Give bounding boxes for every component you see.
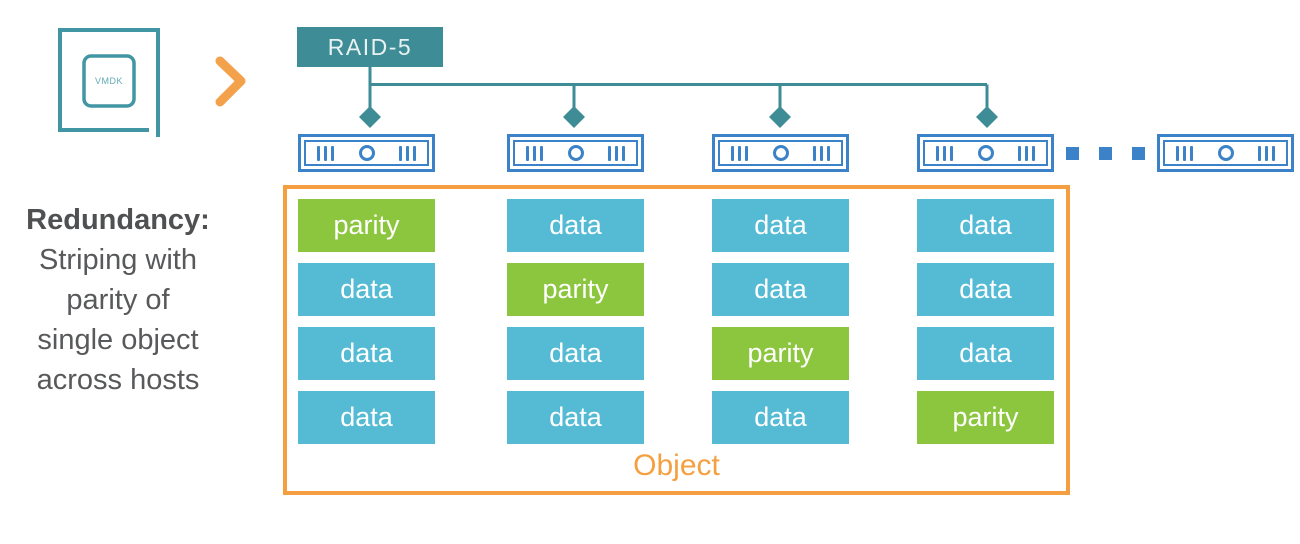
host-icon-face bbox=[304, 140, 429, 166]
object-label: Object bbox=[633, 449, 720, 482]
host-power-icon bbox=[1217, 145, 1234, 161]
ellipsis-dot bbox=[1132, 147, 1145, 160]
host-icon-face bbox=[923, 140, 1048, 166]
host-bars-icon bbox=[1018, 145, 1035, 161]
host-power-icon bbox=[977, 145, 994, 161]
stripe-column: data data data parity bbox=[917, 199, 1054, 444]
stripe-column: data parity data data bbox=[507, 199, 644, 444]
object-block: parity bbox=[917, 391, 1054, 444]
object-block: data bbox=[712, 263, 849, 316]
ellipsis-dot bbox=[1066, 147, 1079, 160]
host-icon bbox=[917, 134, 1054, 172]
redundancy-line: across hosts bbox=[36, 364, 200, 396]
object-block: data bbox=[298, 327, 435, 380]
host-icon-face bbox=[1163, 140, 1288, 166]
redundancy-line: Striping with bbox=[39, 244, 197, 276]
host-icon bbox=[1157, 134, 1294, 172]
object-block: data bbox=[917, 327, 1054, 380]
host-icon bbox=[712, 134, 849, 172]
redundancy-line: single object bbox=[37, 324, 199, 356]
vmdk-icon: VMDK bbox=[58, 28, 160, 137]
object-block: data bbox=[712, 199, 849, 252]
host-power-icon bbox=[567, 145, 584, 161]
object-block: data bbox=[507, 327, 644, 380]
vmdk-icon-label: VMDK bbox=[95, 76, 123, 86]
connector-diamonds bbox=[359, 106, 998, 128]
object-box: parity data data data data parity data d… bbox=[283, 185, 1070, 495]
object-block: data bbox=[507, 199, 644, 252]
host-icon-face bbox=[513, 140, 638, 166]
raid5-label: RAID-5 bbox=[297, 27, 443, 67]
host-bars-icon bbox=[1258, 145, 1275, 161]
redundancy-text: Redundancy: Striping with parity of sing… bbox=[0, 200, 236, 400]
ellipsis-dots bbox=[1066, 147, 1145, 160]
host-power-icon bbox=[772, 145, 789, 161]
object-block: data bbox=[507, 391, 644, 444]
redundancy-title: Redundancy: bbox=[26, 204, 210, 236]
object-block: parity bbox=[298, 199, 435, 252]
host-bars-icon bbox=[1176, 145, 1193, 161]
chevron-right-icon bbox=[215, 56, 246, 107]
host-bars-icon bbox=[936, 145, 953, 161]
host-bars-icon bbox=[608, 145, 625, 161]
redundancy-line: parity of bbox=[66, 284, 170, 316]
object-block: data bbox=[298, 391, 435, 444]
host-bars-icon bbox=[399, 145, 416, 161]
object-block: data bbox=[917, 263, 1054, 316]
object-block: parity bbox=[712, 327, 849, 380]
object-block: data bbox=[712, 391, 849, 444]
host-icon bbox=[507, 134, 644, 172]
object-block: parity bbox=[507, 263, 644, 316]
host-icon bbox=[298, 134, 435, 172]
host-bars-icon bbox=[731, 145, 748, 161]
host-icon-face bbox=[718, 140, 843, 166]
host-bars-icon bbox=[526, 145, 543, 161]
object-block: data bbox=[917, 199, 1054, 252]
host-bars-icon bbox=[317, 145, 334, 161]
host-bars-icon bbox=[813, 145, 830, 161]
host-power-icon bbox=[358, 145, 375, 161]
object-block: data bbox=[298, 263, 435, 316]
ellipsis-dot bbox=[1099, 147, 1112, 160]
stripe-column: parity data data data bbox=[298, 199, 435, 444]
stripe-column: data data parity data bbox=[712, 199, 849, 444]
